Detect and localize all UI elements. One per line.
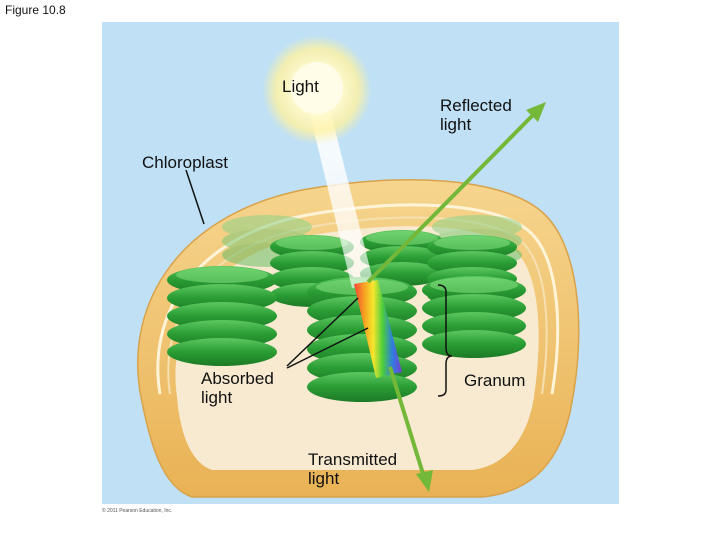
granum-bracket bbox=[437, 284, 453, 397]
absorbed-light-label: Absorbed light bbox=[201, 369, 274, 407]
absorbed-pointer-1 bbox=[286, 297, 359, 367]
chloroplast-pointer bbox=[185, 169, 205, 225]
chloroplast-illustration bbox=[137, 35, 580, 498]
chloroplast-label: Chloroplast bbox=[142, 153, 228, 172]
granum-label: Granum bbox=[464, 371, 526, 390]
transmitted-light-arrow bbox=[388, 366, 433, 492]
reflected-light-label: Reflected light bbox=[440, 96, 512, 134]
absorbed-pointer-2 bbox=[286, 327, 369, 369]
figure-title: Figure 10.8 bbox=[5, 3, 66, 17]
light-label: Light bbox=[282, 77, 319, 96]
copyright-notice: © 2011 Pearson Education, Inc. bbox=[102, 508, 173, 514]
reflected-light-arrow bbox=[366, 102, 546, 284]
absorbed-spectrum bbox=[354, 280, 402, 378]
transmitted-light-label: Transmitted light bbox=[308, 450, 398, 488]
diagram-panel: Light Reflected light Chloroplast Absorb… bbox=[102, 22, 619, 504]
granum-stacks bbox=[167, 215, 526, 402]
